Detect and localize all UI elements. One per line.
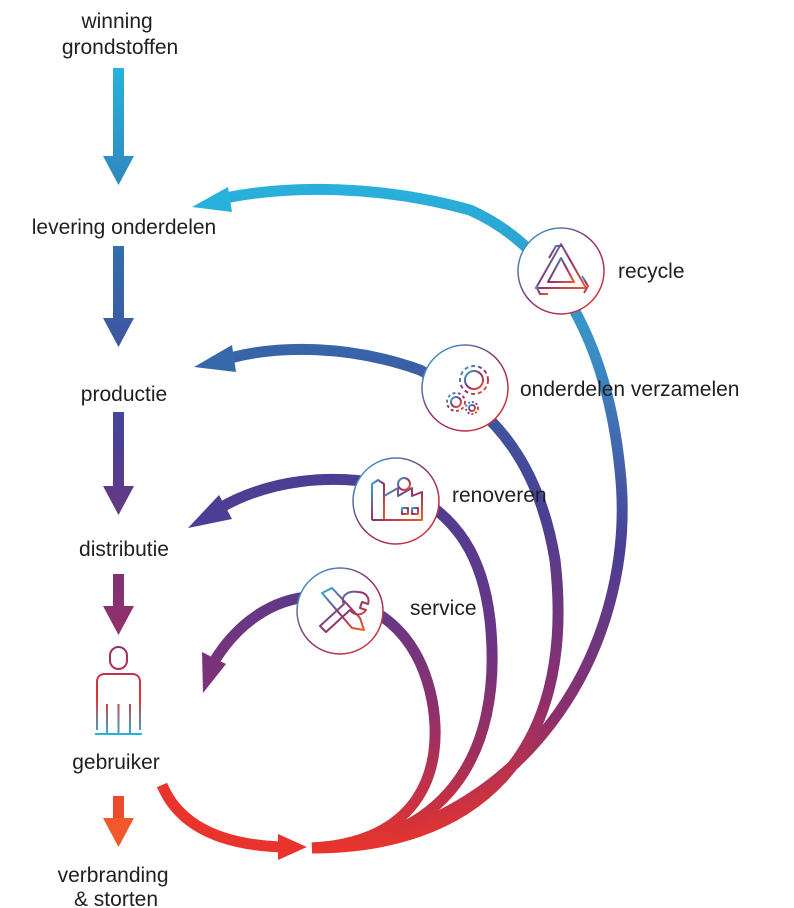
loop-label-onderdelen: onderdelen verzamelen [520,378,739,401]
loop-label-service: service [410,597,477,620]
factory-icon [371,477,423,521]
stage-verbranding: verbranding & storten [58,864,175,908]
stage-productie: productie [81,383,167,406]
stage-levering: levering onderdelen [32,216,216,239]
stage-verbranding-line2: & storten [74,888,158,908]
stage-distributie: distributie [79,538,169,561]
flow-arrow-gebruiker-verbranding [103,796,134,847]
flow-arrow-levering-productie [103,246,134,347]
recycle-badge [517,227,605,315]
stage-winning-line1: winning [80,10,152,33]
renoveren-badge [352,457,440,545]
flow-arrow-productie-distributie [103,412,134,515]
stage-verbranding-line1: verbranding [58,864,169,887]
recycle-icon [535,243,589,295]
flow-arrow-winning-levering [103,68,134,185]
stage-winning-line2: grondstoffen [62,36,178,59]
flow-arrow-distributie-gebruiker [103,574,134,635]
tools-icon [319,587,370,633]
loop-renoveren-arrow [188,473,498,854]
onderdelen-badge [421,344,509,432]
gears-icon [446,365,489,415]
stage-gebruiker: gebruiker [72,751,160,774]
loop-service-arrow [202,590,441,854]
service-badge [296,567,384,655]
loop-label-renoveren: renoveren [452,484,547,507]
flow-arrow-gebruiker-hub [156,782,307,860]
stage-winning: winning grondstoffen [62,10,178,59]
loop-onderdelen-arrow [194,343,564,854]
loop-label-recycle: recycle [618,260,685,283]
person-icon [95,646,142,735]
